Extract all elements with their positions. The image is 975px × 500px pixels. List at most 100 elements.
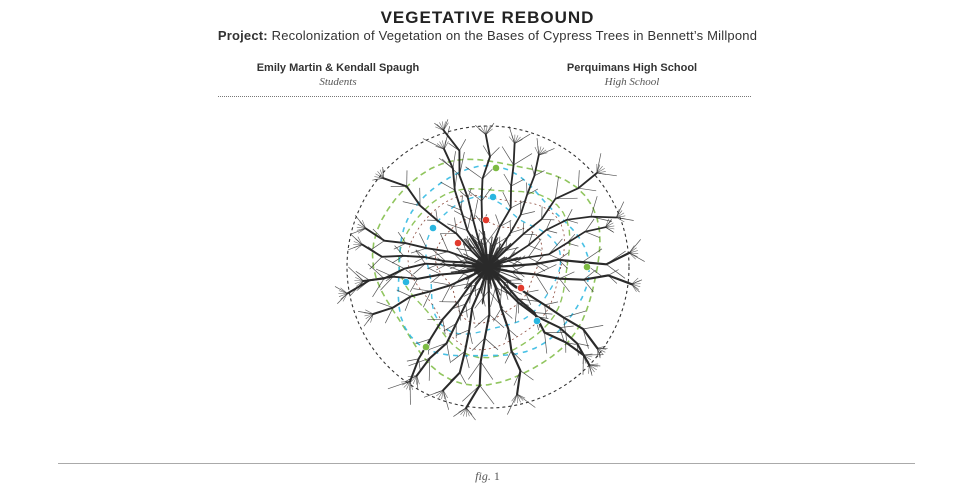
main-branch bbox=[487, 215, 618, 268]
branch-tuft bbox=[436, 143, 445, 150]
twig bbox=[446, 343, 451, 364]
twig bbox=[576, 343, 590, 347]
branch-tuft bbox=[605, 222, 614, 228]
twig bbox=[510, 199, 527, 209]
branch-tuft bbox=[356, 280, 364, 287]
twig bbox=[376, 301, 394, 308]
twig bbox=[471, 337, 486, 351]
twig bbox=[616, 201, 625, 218]
twig bbox=[559, 327, 565, 342]
branch-tuft bbox=[588, 364, 590, 374]
branch-tuft bbox=[465, 407, 470, 417]
twig bbox=[455, 329, 470, 336]
branch-tuft bbox=[596, 168, 605, 174]
figure-caption: fig. 1 bbox=[0, 469, 975, 484]
twig bbox=[480, 361, 494, 380]
twig bbox=[513, 370, 521, 386]
twig bbox=[468, 361, 481, 380]
twig bbox=[558, 259, 568, 269]
twig bbox=[500, 308, 513, 319]
twig bbox=[563, 310, 587, 318]
branch-tuft bbox=[631, 283, 641, 288]
twig bbox=[577, 170, 580, 189]
sample-marker bbox=[429, 224, 437, 232]
twig bbox=[465, 166, 483, 180]
twig bbox=[384, 258, 405, 270]
twig bbox=[428, 358, 431, 381]
branch-tuft bbox=[435, 126, 444, 131]
branch-tuft bbox=[511, 134, 515, 144]
branch-tuft bbox=[410, 375, 418, 383]
twig bbox=[508, 328, 517, 337]
twig bbox=[590, 196, 598, 217]
twig bbox=[370, 240, 385, 251]
twig bbox=[440, 181, 455, 191]
sample-marker bbox=[422, 343, 430, 351]
branch-tuft bbox=[353, 244, 363, 248]
branch-tuft bbox=[589, 364, 597, 371]
branch-tuft bbox=[629, 252, 636, 260]
sample-marker bbox=[583, 263, 591, 271]
twig bbox=[429, 251, 449, 258]
twig bbox=[546, 229, 558, 234]
credit-school: Perquimans High School High School bbox=[482, 62, 782, 88]
twig bbox=[608, 269, 619, 276]
branch-tuft bbox=[354, 280, 364, 284]
twig bbox=[583, 279, 594, 293]
twig bbox=[452, 258, 469, 264]
twig bbox=[506, 393, 518, 415]
branch-tuft bbox=[412, 375, 418, 385]
millpond-boundary-circle bbox=[346, 125, 630, 409]
project-description: Recolonization of Vegetation on the Base… bbox=[271, 28, 758, 43]
twig bbox=[413, 263, 426, 275]
branch-tuft bbox=[379, 169, 384, 179]
twig bbox=[443, 119, 449, 131]
twig bbox=[590, 216, 612, 222]
twig bbox=[415, 338, 431, 345]
twig bbox=[436, 264, 447, 271]
twig bbox=[452, 303, 466, 309]
twig bbox=[566, 209, 573, 220]
branch-tuft bbox=[438, 390, 444, 399]
branch-tuft bbox=[356, 274, 364, 282]
branch-tuft bbox=[605, 226, 615, 230]
branch-tuft bbox=[416, 375, 418, 385]
page-title: VEGETATIVE REBOUND bbox=[380, 8, 595, 27]
twig bbox=[525, 289, 539, 294]
twig bbox=[488, 290, 504, 309]
project-label: Project: bbox=[217, 28, 268, 43]
vegetation-ring bbox=[425, 196, 562, 335]
branch-tuft bbox=[631, 283, 639, 290]
branch-tuft bbox=[485, 125, 488, 135]
branch-tuft bbox=[441, 390, 444, 400]
twig bbox=[535, 264, 557, 275]
branch-tuft bbox=[629, 252, 639, 254]
twig bbox=[563, 317, 568, 341]
twig bbox=[606, 250, 626, 265]
student-names: Emily Martin & Kendall Spaugh bbox=[256, 62, 420, 74]
twig bbox=[456, 248, 472, 252]
branch-tuft bbox=[460, 407, 467, 415]
twig bbox=[537, 316, 549, 319]
figure-caption-prefix: fig. bbox=[475, 469, 491, 483]
twig bbox=[559, 271, 575, 280]
twig bbox=[583, 269, 597, 280]
twig bbox=[413, 288, 431, 292]
branch-tuft bbox=[605, 218, 609, 228]
branch-tuft bbox=[514, 139, 523, 144]
twig bbox=[427, 261, 446, 270]
branch-tuft bbox=[629, 245, 635, 254]
branch-tuft bbox=[401, 380, 411, 383]
twig bbox=[559, 325, 574, 328]
twig bbox=[507, 251, 516, 262]
twig bbox=[454, 173, 458, 191]
branch-tuft bbox=[442, 121, 444, 131]
twig bbox=[452, 151, 456, 169]
twig bbox=[473, 199, 479, 222]
branch-tuft bbox=[338, 293, 348, 297]
branch-tuft bbox=[631, 277, 639, 285]
branch-tuft bbox=[629, 247, 637, 254]
twig bbox=[432, 281, 451, 286]
twig bbox=[409, 278, 418, 292]
twig bbox=[394, 245, 404, 257]
